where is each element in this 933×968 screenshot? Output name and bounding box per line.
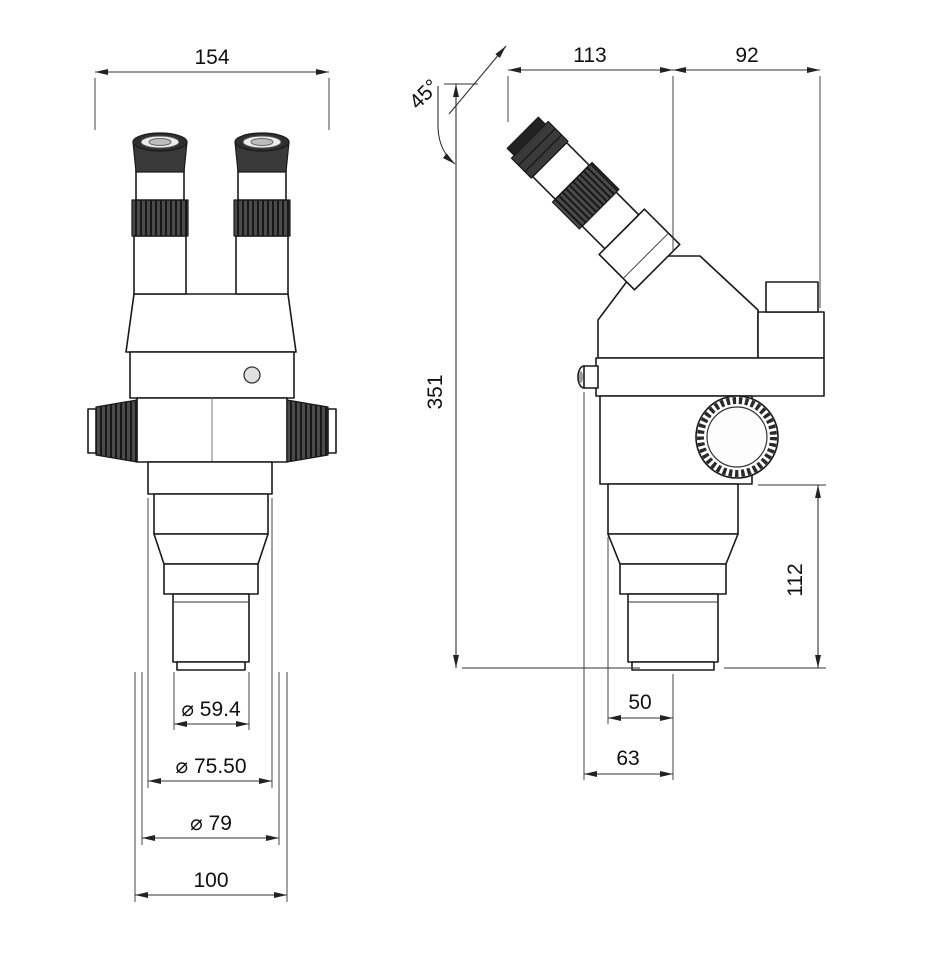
dimension-79: ⌀ 79 — [141, 672, 280, 845]
eyepiece-tilted — [506, 116, 681, 291]
eyepiece-lower-tube — [133, 235, 187, 295]
lock-screw-groove — [579, 371, 583, 383]
dimension-154: 154 — [94, 46, 330, 130]
dimension-113: 113 — [507, 44, 674, 250]
front-lower-housing-2 — [153, 493, 269, 535]
dim-label-59-4: ⌀ 59.4 — [181, 698, 241, 721]
objective-rim-side — [631, 661, 715, 671]
objective-rim-front — [176, 661, 246, 671]
front-lower-housing-3 — [163, 563, 259, 595]
dimension-59-4: ⌀ 59.4 — [173, 672, 250, 730]
eyepiece-lens — [148, 138, 172, 146]
dim-label-113: 113 — [573, 44, 606, 67]
eyepiece-knurled-ring — [131, 199, 189, 237]
side-lower-housing-1 — [607, 483, 739, 535]
front-head-housing — [125, 293, 297, 353]
focus-knob-right — [286, 399, 329, 463]
dim-label-63: 63 — [616, 747, 639, 770]
dimension-50: 50 — [607, 537, 674, 780]
focus-knob-left — [95, 399, 138, 463]
lock-screw-side — [583, 365, 599, 389]
side-lower-housing-2 — [619, 563, 727, 595]
front-taper — [153, 533, 269, 565]
focus-knob-right-cap — [327, 408, 337, 454]
eyecup-top-cap — [506, 116, 546, 156]
port-base — [757, 311, 825, 359]
dim-label-351: 351 — [424, 374, 447, 409]
dim-label-154: 154 — [194, 46, 229, 69]
dim-label-75-50: ⌀ 75.50 — [175, 755, 246, 778]
eyepiece-collar — [135, 169, 185, 201]
dim-label-112: 112 — [784, 563, 807, 596]
focus-knob-face — [706, 406, 768, 468]
dim-label-50: 50 — [628, 691, 651, 714]
objective-tube-front — [172, 593, 250, 663]
dim-label-100: 100 — [193, 869, 228, 892]
dimension-351: 351 — [424, 83, 640, 669]
focus-knob-knurl — [697, 397, 777, 477]
side-body-band — [595, 357, 825, 397]
dimension-100: 100 — [134, 672, 288, 902]
focus-knob-left-cap — [87, 408, 97, 454]
dimension-112: 112 — [724, 484, 826, 669]
dim-label-92: 92 — [735, 44, 758, 67]
dim-label-79: ⌀ 79 — [190, 812, 232, 835]
eyepiece-left — [131, 132, 189, 295]
side-taper — [607, 533, 739, 565]
front-view: 154 ⌀ 59.4 ⌀ 75.50 ⌀ 79 100 — [87, 46, 337, 902]
front-lower-housing-1 — [147, 461, 273, 495]
side-view: 113 92 45° 351 112 — [405, 44, 826, 780]
dimension-92: 92 — [673, 44, 821, 308]
port-block — [765, 281, 819, 313]
dimension-75-50: ⌀ 75.50 — [147, 498, 273, 788]
dimension-63: 63 — [583, 392, 673, 780]
objective-tube-side — [627, 593, 719, 663]
eyepiece-right — [233, 132, 291, 295]
front-body-block — [129, 351, 295, 399]
lock-screw-front — [243, 366, 261, 384]
